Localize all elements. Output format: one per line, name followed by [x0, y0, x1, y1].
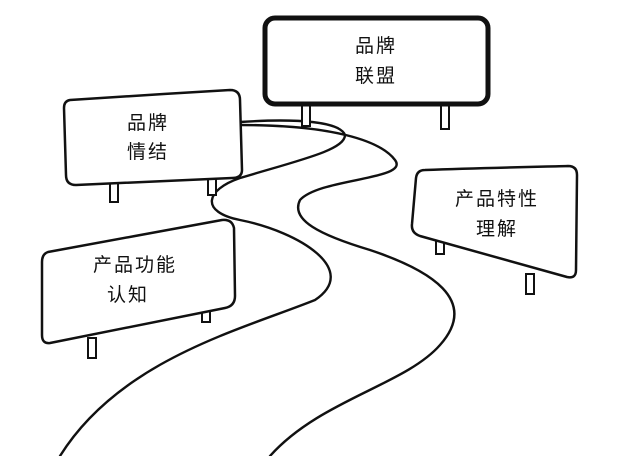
sign-brand-alliance: 品牌 联盟 — [262, 15, 491, 130]
sign-board — [410, 164, 579, 279]
winding-road — [58, 119, 456, 456]
sign-brand-alliance-line1: 品牌 — [355, 35, 397, 57]
sign-brand-emotion-line2: 情结 — [127, 141, 169, 163]
road-edge-inner — [238, 123, 456, 456]
sign-product-function-line1: 产品功能 — [93, 254, 177, 276]
sign-brand-emotion: 品牌 情结 — [62, 88, 244, 203]
sign-product-feature-line1: 产品特性 — [455, 188, 539, 210]
sign-board — [262, 15, 491, 107]
sign-product-feature: 产品特性 理解 — [410, 164, 579, 295]
sign-board — [62, 88, 244, 187]
sign-brand-emotion-line1: 品牌 — [127, 112, 169, 134]
sign-product-function-line2: 认知 — [107, 284, 149, 306]
sign-post-left — [87, 337, 97, 359]
sign-board — [40, 218, 237, 345]
sign-brand-alliance-line2: 联盟 — [355, 65, 397, 87]
sign-product-feature-line2: 理解 — [476, 218, 518, 240]
sign-product-function: 产品功能 认知 — [40, 218, 237, 359]
sign-post-right — [440, 104, 450, 130]
sign-post-right — [525, 273, 535, 295]
